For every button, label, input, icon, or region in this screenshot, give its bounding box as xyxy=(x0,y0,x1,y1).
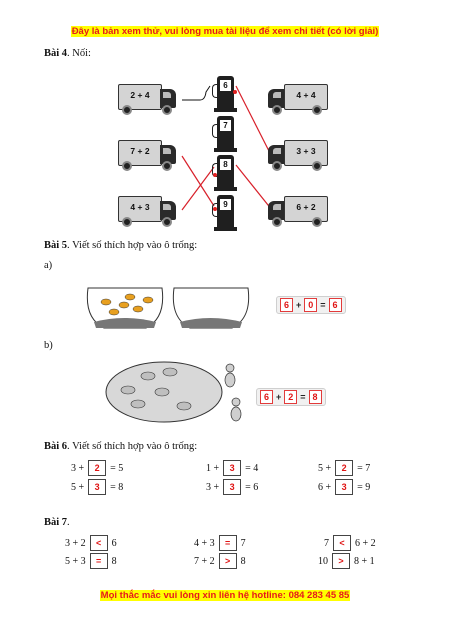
answer-box[interactable]: 3 xyxy=(335,479,354,495)
sign-box[interactable]: > xyxy=(332,553,350,569)
compare-item: 3 + 2<6 xyxy=(65,535,117,551)
fill-item: 5 +2= 7 xyxy=(318,460,370,476)
fuel-pump-9[interactable]: 9 xyxy=(212,195,238,231)
part-a-label: a) xyxy=(44,260,53,271)
compare-item: 10>8 + 1 xyxy=(318,553,375,569)
sign-box[interactable]: = xyxy=(218,535,237,551)
compare-item: 7 + 2>8 xyxy=(194,553,246,569)
preview-banner: Đây là bản xem thử, vui lòng mua tài liệ… xyxy=(70,26,380,37)
fuel-pump-8[interactable]: 8 xyxy=(212,155,238,191)
compare-item: 4 + 3=7 xyxy=(194,535,246,551)
exercise-4-heading: Bài 4. Nối: xyxy=(44,48,91,59)
answer-box[interactable]: 3 xyxy=(88,479,107,495)
answer-box[interactable]: 3 xyxy=(223,479,242,495)
answer-cell[interactable]: 6 xyxy=(328,298,342,312)
compare-item: 7<6 + 2 xyxy=(324,535,376,551)
truck-2-plus-4[interactable]: 2 + 4 xyxy=(118,84,180,118)
answer-cell[interactable]: 2 xyxy=(284,390,298,404)
answer-box[interactable]: 3 xyxy=(223,460,242,476)
answer-cell[interactable]: 8 xyxy=(308,390,322,404)
fill-item: 3 +3= 6 xyxy=(206,479,258,495)
answer-cell[interactable]: 6 xyxy=(280,298,293,312)
fill-item: 6 +3= 9 xyxy=(318,479,370,495)
equation-a: 6 + 0 = 6 xyxy=(276,296,346,314)
sign-box[interactable]: < xyxy=(333,535,351,551)
sign-box[interactable]: < xyxy=(89,535,108,551)
answer-box[interactable]: 2 xyxy=(335,460,354,476)
fill-item: 3 +2= 5 xyxy=(71,460,123,476)
truck-3-plus-3[interactable]: 3 + 3 xyxy=(268,140,330,174)
sign-box[interactable]: = xyxy=(89,553,108,569)
truck-4-plus-4[interactable]: 4 + 4 xyxy=(268,84,330,118)
duck-pond xyxy=(105,361,242,423)
fuel-pump-7[interactable]: 7 xyxy=(212,116,238,152)
part-b-label: b) xyxy=(44,340,53,351)
fill-item: 1 +3= 4 xyxy=(206,460,258,476)
fill-item: 5 +3= 8 xyxy=(71,479,123,495)
equation-b: 6 + 2 = 8 xyxy=(256,388,326,406)
exercise-6-heading: Bài 6. Viết số thích hợp vào ô trống: xyxy=(44,441,198,452)
fuel-pump-6[interactable]: 6 xyxy=(212,76,238,112)
answer-box[interactable]: 2 xyxy=(88,460,107,476)
sign-box[interactable]: > xyxy=(218,553,237,569)
truck-7-plus-2[interactable]: 7 + 2 xyxy=(118,140,180,174)
compare-item: 5 + 3=8 xyxy=(65,553,117,569)
fish-tanks xyxy=(86,287,250,329)
exercise-5-heading: Bài 5. Viết số thích hợp vào ô trống: xyxy=(44,240,198,251)
truck-4-plus-3[interactable]: 4 + 3 xyxy=(118,196,180,230)
answer-cell[interactable]: 0 xyxy=(304,298,318,312)
hotline-banner: Mọi thắc mắc vui lòng xin liên hệ hotlin… xyxy=(99,590,351,601)
answer-cell[interactable]: 6 xyxy=(260,390,273,404)
truck-6-plus-2[interactable]: 6 + 2 xyxy=(268,196,330,230)
exercise-7-heading: Bài 7. xyxy=(44,517,70,528)
